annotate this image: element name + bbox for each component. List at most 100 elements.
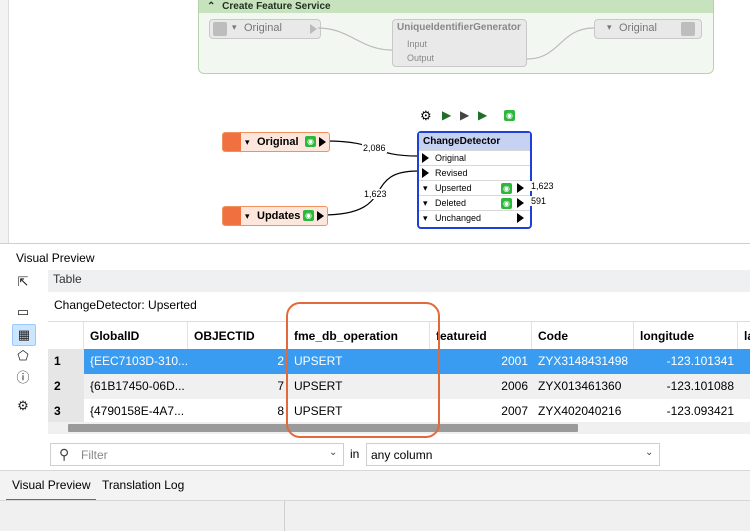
chevron-down-icon[interactable]: ⌄ — [645, 447, 654, 458]
table-row[interactable]: 3 {4790158E-4A7... 8 UPSERT 2007 ZYX4020… — [48, 399, 750, 424]
geometry-icon[interactable]: ⬠ — [17, 348, 29, 363]
table-row[interactable]: 1 {EEC7103D-310... 2 UPSERT 2001 ZYX3148… — [48, 349, 750, 374]
table-cell[interactable]: 7 — [277, 379, 284, 393]
table-cell[interactable]: 2 — [277, 354, 284, 368]
table-cell[interactable]: ZYX402040216 — [538, 404, 622, 418]
column-header[interactable]: fme_db_operation — [288, 322, 430, 350]
output-port-unchanged[interactable]: ▾ Unchanged — [419, 210, 530, 225]
chevron-down-icon[interactable]: ⌄ — [329, 447, 338, 458]
display-control-icon[interactable]: ⚙ — [17, 398, 29, 413]
output-port-icon[interactable] — [319, 137, 326, 147]
workspace-canvas[interactable]: ⌃ Create Feature Service ▾ Original Uniq… — [0, 0, 750, 243]
table-cell[interactable]: ZYX3148431498 — [538, 354, 629, 368]
table-cell[interactable]: UPSERT — [294, 379, 343, 393]
select-pointer-icon[interactable]: ⇱ — [17, 274, 29, 289]
visual-preview-header: Visual Preview — [0, 243, 750, 270]
chevron-down-icon[interactable]: ▾ — [245, 211, 250, 221]
reader-updates[interactable]: ▾ Updates ◉ — [222, 206, 328, 226]
highlight-annotation — [286, 302, 440, 438]
table-cell[interactable]: {4790158E-4A7... — [90, 404, 185, 418]
gear-icon[interactable]: ⚙ — [420, 108, 432, 123]
output-port-deleted[interactable]: ▾ Deleted ◉ — [419, 195, 530, 210]
change-detector-node[interactable]: ChangeDetector Original Revised ▾ Upsert… — [417, 131, 532, 229]
table-cell[interactable]: {61B17450-06D... — [90, 379, 185, 393]
column-header[interactable]: OBJECTID — [188, 322, 288, 350]
table-cell[interactable]: -123.093421 — [666, 404, 734, 418]
table-grid[interactable]: GlobalID OBJECTID fme_db_operation featu… — [48, 321, 750, 437]
tab-translation-log[interactable]: Translation Log — [102, 478, 185, 492]
scrollbar-thumb[interactable] — [68, 424, 578, 432]
output-port-icon[interactable] — [310, 24, 317, 34]
feature-cache-eye-icon[interactable]: ◉ — [305, 136, 316, 147]
filter-input[interactable]: ⚲ Filter ⌄ — [50, 443, 344, 466]
node-title: ChangeDetector — [419, 133, 530, 150]
inspect-eye-icon[interactable]: ◉ — [504, 110, 515, 121]
chevron-down-icon[interactable]: ▾ — [232, 22, 237, 32]
feature-cache-eye-icon[interactable]: ◉ — [303, 210, 314, 221]
node-label: Original — [619, 22, 657, 34]
row-number[interactable]: 3 — [48, 399, 84, 424]
input-port[interactable]: Input — [393, 37, 526, 51]
chevron-down-icon[interactable]: ▾ — [245, 137, 250, 147]
chevron-down-icon[interactable]: ▾ — [423, 183, 428, 193]
view-label-bar — [48, 270, 750, 292]
input-port-revised[interactable]: Revised — [419, 165, 530, 180]
table-cell[interactable]: 2006 — [501, 379, 528, 393]
search-icon: ⚲ — [59, 446, 70, 462]
horizontal-scrollbar[interactable] — [48, 422, 750, 434]
row-number-header — [48, 322, 84, 350]
input-port-icon — [422, 153, 429, 163]
chevron-down-icon[interactable]: ▾ — [423, 213, 428, 223]
info-icon[interactable]: ⓘ — [16, 370, 30, 385]
chevron-down-icon[interactable]: ▾ — [607, 22, 612, 32]
bookmark-title[interactable]: ⌃ Create Feature Service — [199, 0, 713, 13]
table-cell[interactable]: 2001 — [501, 354, 528, 368]
input-port-original[interactable]: Original — [419, 150, 530, 165]
reader-original-disabled[interactable]: ▾ Original — [209, 19, 321, 39]
reader-original[interactable]: ▾ Original ◉ — [222, 132, 330, 152]
inspect-eye-icon[interactable]: ◉ — [501, 183, 512, 194]
table-cell[interactable]: ZYX013461360 — [538, 379, 622, 393]
output-port-icon[interactable] — [317, 211, 324, 221]
table-cell[interactable]: {EEC7103D-310... — [90, 354, 188, 368]
table-cell[interactable]: UPSERT — [294, 354, 343, 368]
column-scope-value: any column — [371, 448, 433, 462]
chevron-down-icon[interactable]: ▾ — [423, 198, 428, 208]
table-cell[interactable]: -123.101088 — [666, 379, 734, 393]
run-from-this-icon[interactable]: ▶ — [460, 108, 470, 122]
layers-icon — [223, 207, 241, 225]
row-number[interactable]: 1 — [48, 349, 84, 374]
dataset-name: ChangeDetector: Upserted — [54, 298, 197, 312]
table-view-icon[interactable]: ▦ — [12, 324, 36, 346]
bookmark-create-feature-service[interactable]: ⌃ Create Feature Service ▾ Original Uniq… — [198, 0, 714, 74]
tab-visual-preview[interactable]: Visual Preview — [6, 475, 97, 502]
table-row[interactable]: 2 {61B17450-06D... 7 UPSERT 2006 ZYX0134… — [48, 374, 750, 399]
filter-bar: ⚲ Filter ⌄ in any column ⌄ — [48, 442, 750, 468]
port-label: Revised — [435, 168, 468, 178]
output-port-icon — [517, 183, 524, 193]
run-to-this-icon[interactable]: ▶ — [442, 108, 452, 122]
row-selection — [84, 349, 750, 374]
table-cell[interactable]: 2007 — [501, 404, 528, 418]
feature-cache-eye-icon[interactable]: ◉ — [501, 198, 512, 209]
table-cell[interactable]: -123.101341 — [666, 354, 734, 368]
column-header[interactable]: GlobalID — [84, 322, 188, 350]
output-port-upserted[interactable]: ▾ Upserted ◉ — [419, 180, 530, 195]
graphics-view-icon[interactable]: ▭ — [16, 304, 30, 319]
column-header[interactable]: longitude — [634, 322, 738, 350]
column-header[interactable]: la — [738, 322, 750, 350]
writer-original-disabled[interactable]: ▾ Original — [594, 19, 702, 39]
column-header[interactable]: featureid — [430, 322, 532, 350]
canvas-left-bar — [0, 0, 9, 243]
collapse-icon[interactable]: ⌃ — [207, 1, 216, 12]
column-scope-select[interactable]: any column ⌄ — [366, 443, 660, 466]
port-label: Output — [407, 53, 435, 63]
row-number[interactable]: 2 — [48, 374, 84, 399]
table-cell[interactable]: 8 — [277, 404, 284, 418]
output-port[interactable]: Output — [393, 51, 526, 65]
column-header[interactable]: Code — [532, 322, 634, 350]
table-cell[interactable]: UPSERT — [294, 404, 343, 418]
run-just-this-icon[interactable]: ▶ — [478, 108, 488, 122]
uid-generator-node[interactable]: UniqueIdentifierGenerator Input Output — [392, 19, 527, 67]
node-title: UniqueIdentifierGenerator — [397, 22, 521, 33]
